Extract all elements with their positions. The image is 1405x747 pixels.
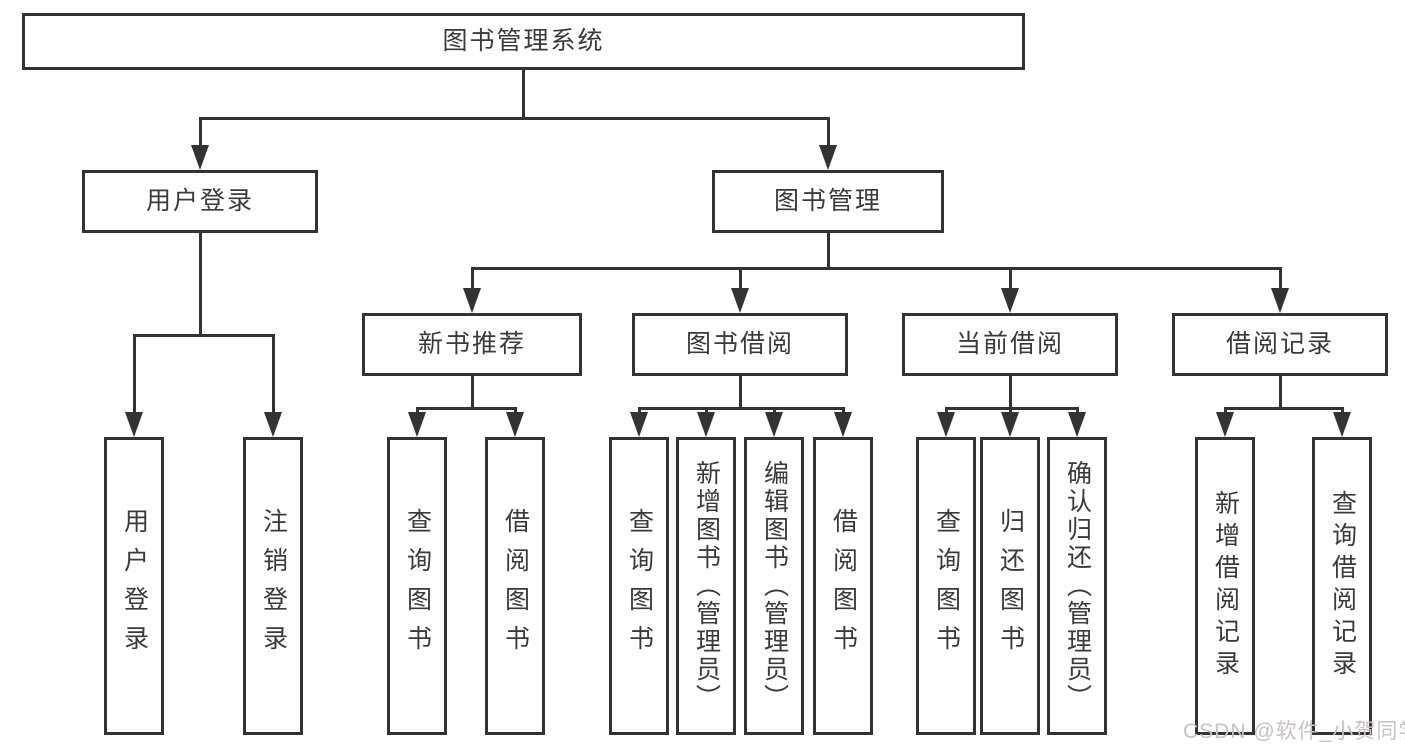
- arrow-head: [191, 145, 209, 170]
- connector-line: [1278, 376, 1282, 410]
- node-label: 借阅图书: [829, 508, 858, 664]
- node-leaf-user-login: 用户登录: [104, 437, 164, 735]
- node-leaf-cb-query-book: 查询图书: [916, 437, 976, 735]
- connector-line: [415, 408, 419, 416]
- connector-line: [198, 116, 830, 120]
- node-leaf-rec-query-book: 查询图书: [387, 437, 447, 735]
- node-label: 新增借阅记录: [1211, 490, 1240, 682]
- node-label: 图书管理系统: [442, 27, 605, 55]
- node-label: 图书借阅: [685, 330, 794, 358]
- connector-line: [944, 406, 1079, 410]
- node-label: 新增图书（管理员）: [692, 460, 721, 712]
- arrow-head: [125, 412, 143, 437]
- connector-line: [198, 233, 202, 337]
- node-label: 查询图书: [932, 508, 961, 664]
- node-new-book-recommend: 新书推荐: [362, 313, 582, 376]
- node-book-management: 图书管理: [712, 170, 944, 233]
- arrow-head: [1271, 288, 1289, 313]
- node-label: 编辑图书（管理员）: [760, 460, 789, 712]
- connector-line: [1075, 408, 1079, 416]
- arrow-head: [697, 412, 715, 437]
- connector-line: [944, 408, 948, 416]
- connector-line: [1008, 376, 1012, 410]
- csdn-watermark: CSDN @软件_小贺同学: [1183, 720, 1405, 743]
- node-leaf-bb-edit-book: 编辑图书（管理员）: [744, 437, 804, 735]
- arrow-head: [1068, 412, 1086, 437]
- node-label: 确认归还（管理员）: [1063, 460, 1092, 712]
- node-leaf-cb-return-book: 归还图书: [980, 437, 1040, 735]
- arrow-head: [819, 145, 837, 170]
- node-leaf-bb-query-book: 查询图书: [609, 437, 669, 735]
- connector-line: [1340, 408, 1344, 416]
- node-label: 用户登录: [145, 187, 254, 215]
- node-leaf-cb-confirm: 确认归还（管理员）: [1047, 437, 1107, 735]
- node-label: 新书推荐: [417, 330, 526, 358]
- node-leaf-bb-add-book: 新增图书（管理员）: [676, 437, 736, 735]
- connector-line: [415, 406, 517, 410]
- connector-line: [738, 268, 742, 293]
- node-label: 注销登录: [259, 508, 288, 664]
- node-leaf-bb-borrow-book: 借阅图书: [813, 437, 873, 735]
- node-leaf-rec-borrow-book: 借阅图书: [485, 437, 545, 735]
- connector-line: [132, 333, 275, 337]
- connector-line: [1223, 406, 1344, 410]
- arrow-head: [264, 412, 282, 437]
- arrow-head: [765, 412, 783, 437]
- connector-line: [1278, 268, 1282, 293]
- connector-line: [521, 70, 525, 120]
- connector-line: [271, 335, 275, 416]
- arrow-head: [463, 288, 481, 313]
- arrow-head: [731, 288, 749, 313]
- node-label: 借阅记录: [1225, 330, 1334, 358]
- node-borrow-records: 借阅记录: [1172, 313, 1388, 376]
- node-leaf-br-add-record: 新增借阅记录: [1195, 437, 1255, 735]
- node-label: 查询图书: [403, 508, 432, 664]
- node-label: 查询借阅记录: [1328, 490, 1357, 682]
- node-label: 借阅图书: [501, 508, 530, 664]
- connector-line: [1223, 408, 1227, 416]
- node-user-login: 用户登录: [82, 170, 318, 233]
- arrow-head: [1001, 288, 1019, 313]
- connector-line: [637, 406, 845, 410]
- connector-line: [470, 266, 1282, 270]
- connector-line: [637, 408, 641, 416]
- node-leaf-logout: 注销登录: [243, 437, 303, 735]
- node-label: 归还图书: [996, 508, 1025, 664]
- arrow-head: [834, 412, 852, 437]
- arrow-head: [1001, 412, 1019, 437]
- node-root: 图书管理系统: [22, 13, 1025, 70]
- connector-line: [772, 408, 776, 416]
- arrow-head: [630, 412, 648, 437]
- node-label: 用户登录: [120, 508, 149, 664]
- arrow-head: [506, 412, 524, 437]
- connector-line: [1008, 408, 1012, 416]
- arrow-head: [1333, 412, 1351, 437]
- node-book-borrow: 图书借阅: [632, 313, 848, 376]
- connector-line: [704, 408, 708, 416]
- node-label: 查询图书: [625, 508, 654, 664]
- connector-line: [470, 376, 474, 410]
- connector-line: [513, 408, 517, 416]
- connector-line: [738, 376, 742, 410]
- node-label: 当前借阅: [955, 330, 1064, 358]
- connector-line: [470, 268, 474, 293]
- connector-line: [841, 408, 845, 416]
- connector-line: [826, 233, 830, 270]
- connector-line: [1008, 268, 1012, 293]
- arrow-head: [1216, 412, 1234, 437]
- arrow-head: [408, 412, 426, 437]
- connector-line: [198, 118, 202, 150]
- connector-line: [132, 335, 136, 416]
- node-leaf-br-query-record: 查询借阅记录: [1312, 437, 1372, 735]
- node-label: 图书管理: [773, 187, 882, 215]
- arrow-head: [937, 412, 955, 437]
- connector-line: [826, 118, 830, 150]
- node-current-borrow: 当前借阅: [902, 313, 1118, 376]
